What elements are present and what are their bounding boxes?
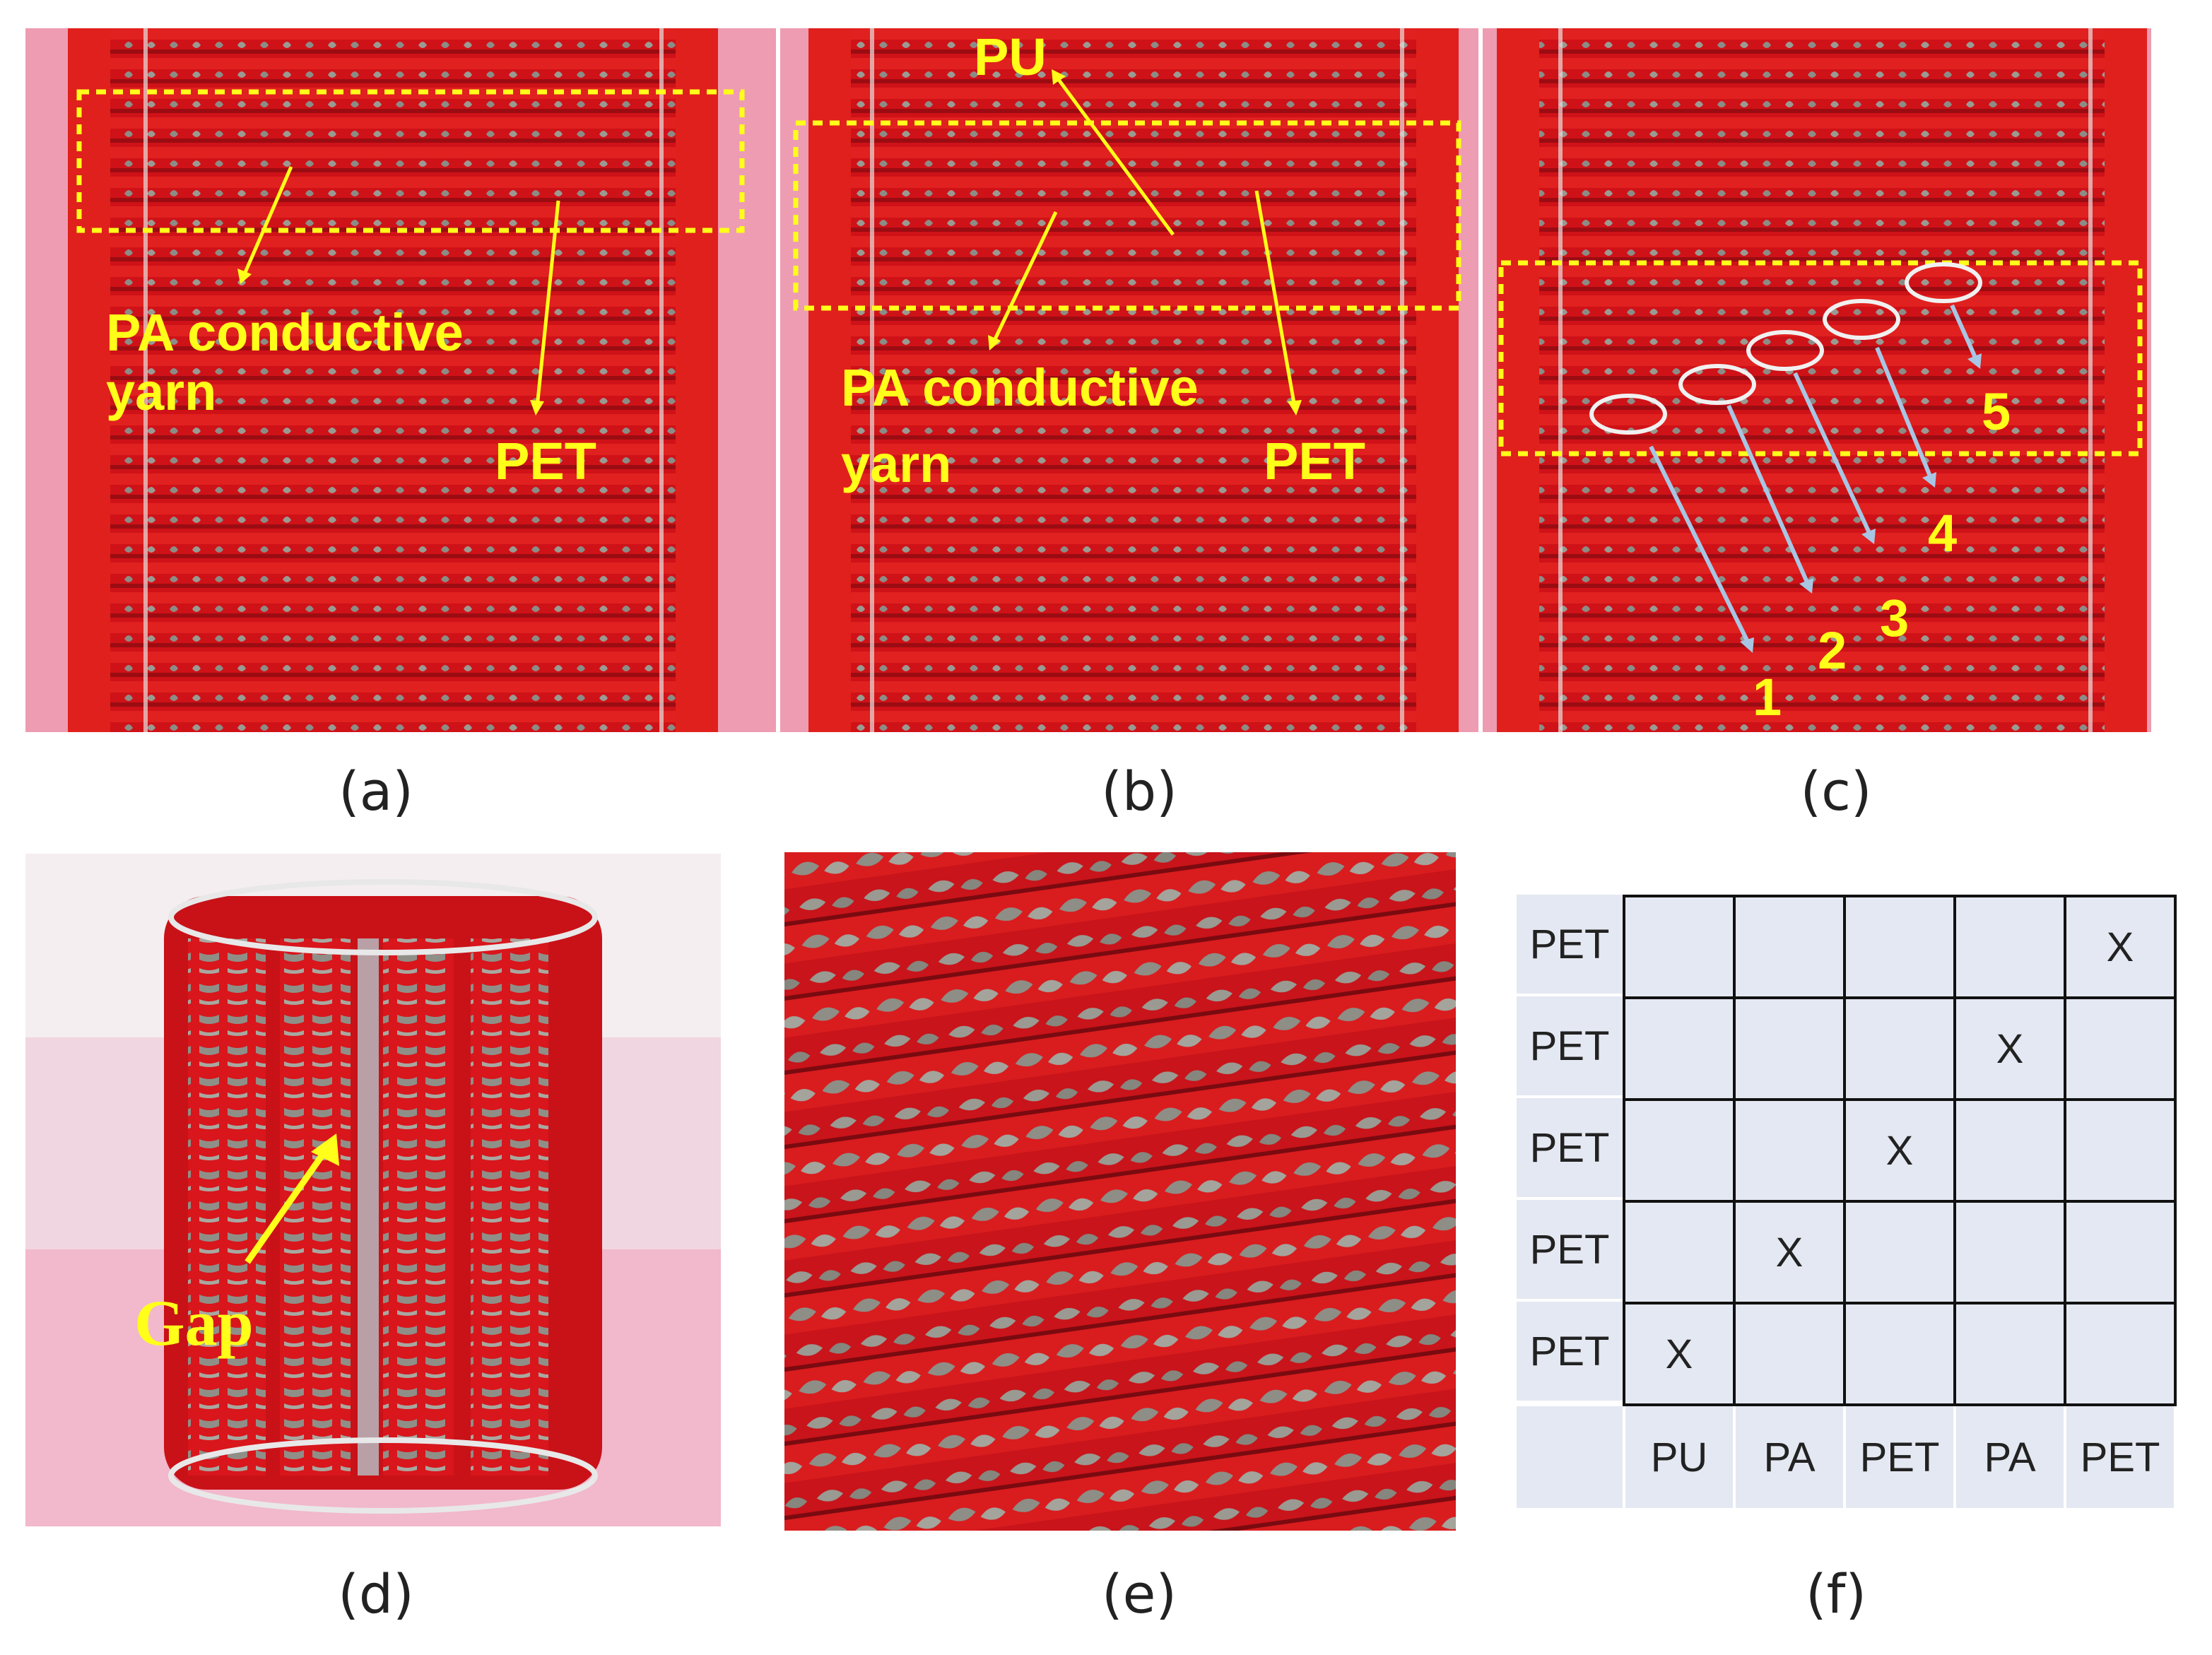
arrow [1793, 372, 1872, 536]
label-gap: Gap [134, 1287, 254, 1359]
grid-cell [1843, 1302, 1956, 1406]
column-label: PA [1956, 1406, 2064, 1508]
caption-e: (e) [1101, 1562, 1177, 1625]
caption-c: (c) [1800, 760, 1872, 823]
label-number-1: 1 [1753, 668, 1782, 726]
grid-cell: X [1843, 1098, 1956, 1203]
arrow [242, 166, 293, 276]
label-number-3: 3 [1880, 589, 1910, 647]
label-number-5: 5 [1982, 382, 2011, 441]
column-label: PA [1736, 1406, 1843, 1508]
grid-cell [1623, 1098, 1736, 1203]
grid-cell [1623, 1200, 1736, 1304]
yarn-circle [1678, 364, 1756, 405]
arrow [992, 211, 1058, 343]
grid-cell [2064, 1098, 2177, 1203]
panel-c-photo [1483, 28, 2151, 732]
label-number-2: 2 [1818, 621, 1847, 680]
grid-cell [1733, 996, 1846, 1101]
grid-cell [1623, 996, 1736, 1101]
row-label: PET [1517, 895, 1623, 996]
grid-cell [1953, 1302, 2066, 1406]
row-label: PET [1517, 1098, 1623, 1200]
grid-cell [2064, 1302, 2177, 1406]
panel-b-photo [780, 28, 1478, 732]
panel-b-annotations [793, 69, 1461, 416]
label-number-4: 4 [1928, 504, 1958, 563]
highlight-box [76, 89, 745, 233]
grid-cell [1843, 996, 1956, 1101]
row-label: PET [1517, 996, 1623, 1098]
caption-b: (b) [1101, 760, 1177, 823]
arrow [535, 200, 560, 408]
label-pa-conductive: PA conductive [106, 303, 464, 362]
grid-cell [1953, 1098, 2066, 1203]
label-pa-conductive: PA conductive [841, 358, 1199, 417]
grid-cell [1733, 1302, 1846, 1406]
label-pet: PET [1264, 432, 1365, 490]
column-label: PET [2066, 1406, 2174, 1508]
corner-cell [1517, 1406, 1623, 1508]
panel-a-annotations [76, 89, 745, 416]
panel-d-photo [25, 854, 721, 1526]
column-label: PU [1625, 1406, 1733, 1508]
arrow [1055, 76, 1175, 236]
arrow [1875, 346, 1933, 479]
grid-cell: X [1623, 1302, 1736, 1406]
panel-c-annotations [1498, 260, 2143, 653]
yarn-circle [1905, 262, 1982, 303]
arrow [245, 1147, 329, 1264]
grid-cell [1733, 895, 1846, 999]
label-pet: PET [495, 432, 596, 490]
caption-a: (a) [339, 760, 413, 823]
caption-d: (d) [338, 1562, 414, 1625]
arrow [1950, 304, 1978, 360]
grid-cell [1843, 1200, 1956, 1304]
panel-a-photo [25, 28, 776, 732]
grid-cell [1623, 895, 1736, 999]
highlight-box [793, 120, 1461, 311]
yarn-circle [1589, 394, 1667, 435]
grid-cell [1843, 895, 1956, 999]
yarn-circle [1746, 330, 1824, 371]
label-pu: PU [974, 28, 1047, 86]
panel-e-photo [784, 852, 1456, 1531]
yarn-circle [1823, 299, 1900, 340]
grid-cell [1733, 1098, 1846, 1203]
caption-f: (f) [1805, 1562, 1867, 1625]
label-yarn: yarn [841, 435, 952, 493]
label-yarn: yarn [106, 363, 217, 421]
arrow [1254, 190, 1297, 408]
column-label: PET [1846, 1406, 1953, 1508]
panel-d-annotations [245, 1133, 339, 1264]
grid-cell: X [1733, 1200, 1846, 1304]
grid-cell: X [1953, 996, 2066, 1101]
grid-cell [2064, 1200, 2177, 1304]
grid-cell [1953, 895, 2066, 999]
row-label: PET [1517, 1302, 1623, 1403]
grid-cell [2064, 996, 2177, 1101]
row-label: PET [1517, 1200, 1623, 1302]
arrow [1649, 445, 1751, 644]
grid-cell [1953, 1200, 2066, 1304]
arrow [1726, 404, 1810, 585]
highlight-box [1498, 260, 2143, 457]
grid-cell: X [2064, 895, 2177, 999]
